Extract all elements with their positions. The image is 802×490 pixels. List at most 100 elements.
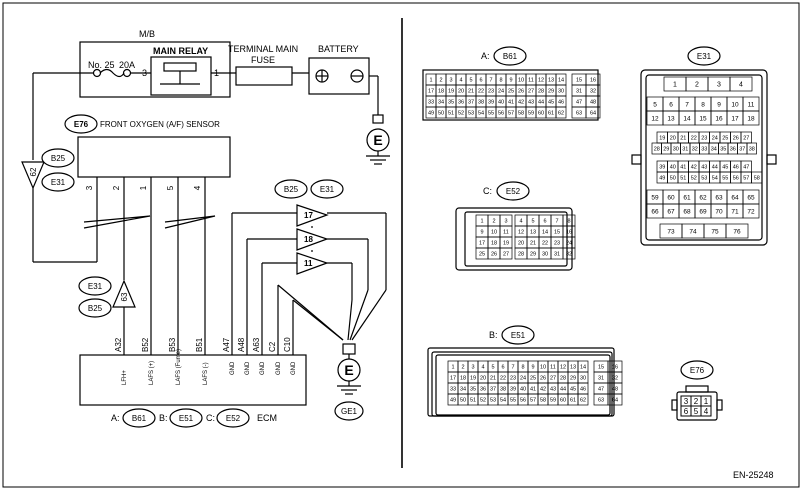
- pin-number: 55: [722, 175, 728, 181]
- ecm-a-prefix: A:: [111, 413, 120, 423]
- pin-number: 11: [550, 364, 556, 370]
- pin-number: 8: [701, 101, 705, 108]
- ecm-term-lafs-plus: LAFS (+): [149, 361, 155, 385]
- e76-name: E76: [690, 366, 705, 375]
- pin-number: 35: [448, 99, 454, 105]
- pin-number: 3: [449, 77, 452, 83]
- pin-number: 5: [491, 364, 494, 370]
- ecm-term-lafs-fume: LAFS (Fume): [176, 349, 182, 385]
- pin-number: 61: [683, 194, 691, 201]
- pin-number: 12: [651, 115, 659, 122]
- pin-number: 63: [576, 110, 582, 116]
- pin-number: 42: [518, 99, 524, 105]
- conn-e31-lower: E31: [88, 282, 103, 291]
- pin-number: 38: [749, 146, 755, 152]
- pin-number: 15: [598, 364, 604, 370]
- pin-number: 42: [540, 386, 546, 392]
- pin-number: 56: [733, 175, 739, 181]
- pin-number: 66: [651, 208, 659, 215]
- ecm-term-gnd-1: GND: [230, 361, 236, 375]
- pin-number: 1: [673, 81, 677, 88]
- pin-number: 31: [682, 146, 688, 152]
- ecm-b-connector: E51: [179, 414, 194, 423]
- pin-number: 36: [730, 146, 736, 152]
- ecm-pin-b52: B52: [141, 337, 150, 352]
- pin-number: 43: [550, 386, 556, 392]
- pin-number: 12: [518, 229, 524, 235]
- pin-number: 46: [733, 164, 739, 170]
- pin-number: 60: [560, 397, 566, 403]
- pin-number: 17: [731, 115, 739, 122]
- pin-number: 20: [518, 240, 524, 246]
- pin-number: 37: [739, 146, 745, 152]
- pin-number: 16: [612, 364, 618, 370]
- pin-number: 9: [480, 229, 483, 235]
- pin-number: 60: [667, 194, 675, 201]
- triangle-63-label: 63: [120, 292, 129, 301]
- ecm-pin-c10: C10: [283, 337, 292, 352]
- pin-number: 18: [491, 240, 497, 246]
- mb-label: M/B: [139, 29, 155, 39]
- pin-number: 39: [659, 164, 665, 170]
- pin-number: 60: [538, 110, 544, 116]
- pin-number: 25: [722, 135, 728, 141]
- ecm-a-connector: B61: [132, 414, 147, 423]
- pin-number: 10: [540, 364, 546, 370]
- pin-number: 41: [530, 386, 536, 392]
- pin-cell: [742, 110, 760, 126]
- relay-pin-1: 1: [214, 68, 219, 78]
- pin-number: 17: [479, 240, 485, 246]
- pin-number: 24: [520, 375, 526, 381]
- ecm-pin-c2: C2: [268, 341, 277, 352]
- ecm-pin-a48: A48: [237, 337, 246, 352]
- conn-b25-upper: B25: [51, 154, 66, 163]
- pin-number: 45: [548, 99, 554, 105]
- pin-number: 22: [500, 375, 506, 381]
- pin-number: 30: [558, 88, 564, 94]
- conn-e31-upper: E31: [51, 178, 66, 187]
- pin-number: 2: [492, 218, 495, 224]
- pin-number: 9: [531, 364, 534, 370]
- ground-ge1: GE1: [341, 407, 358, 416]
- pin-number: 59: [651, 194, 659, 201]
- pin-number: 4: [519, 218, 522, 224]
- pin-number: 29: [570, 375, 576, 381]
- pin-number: 6: [669, 101, 673, 108]
- pin-number: 61: [548, 110, 554, 116]
- pin-number: 56: [520, 397, 526, 403]
- pin-number: 31: [576, 88, 582, 94]
- b61-name: B61: [503, 52, 518, 61]
- pin-number: 32: [590, 88, 596, 94]
- pin-number: 55: [488, 110, 494, 116]
- ecm-term-lafs-minus: LAFS (-): [203, 362, 209, 385]
- pin-number: 64: [590, 110, 596, 116]
- e76-pin-5: 5: [694, 407, 699, 416]
- pin-number: 20: [458, 88, 464, 94]
- pin-number: 2: [439, 77, 442, 83]
- ecm-label: ECM: [257, 413, 277, 423]
- pin-number: 52: [458, 110, 464, 116]
- pin-number: 7: [489, 77, 492, 83]
- pin-number: 13: [530, 229, 536, 235]
- pin-cell: [577, 393, 589, 406]
- ecm-pin-a47: A47: [222, 337, 231, 352]
- pin-number: 21: [530, 240, 536, 246]
- pin-number: 14: [683, 115, 691, 122]
- pin-number: 29: [548, 88, 554, 94]
- conn-b25-joint: B25: [284, 185, 299, 194]
- pin-number: 51: [448, 110, 454, 116]
- sensor-pin-3: 3: [85, 185, 94, 190]
- fuse-amperage: 20A: [119, 60, 135, 70]
- ecm-b-prefix: B:: [159, 413, 168, 423]
- pin-number: 18: [438, 88, 444, 94]
- pin-number: 30: [542, 251, 548, 257]
- ecm-c-connector: E52: [226, 414, 241, 423]
- pin-number: 17: [450, 375, 456, 381]
- pin-number: 71: [731, 208, 739, 215]
- pin-number: 58: [518, 110, 524, 116]
- e52-name: E52: [506, 187, 521, 196]
- pin-number: 51: [680, 175, 686, 181]
